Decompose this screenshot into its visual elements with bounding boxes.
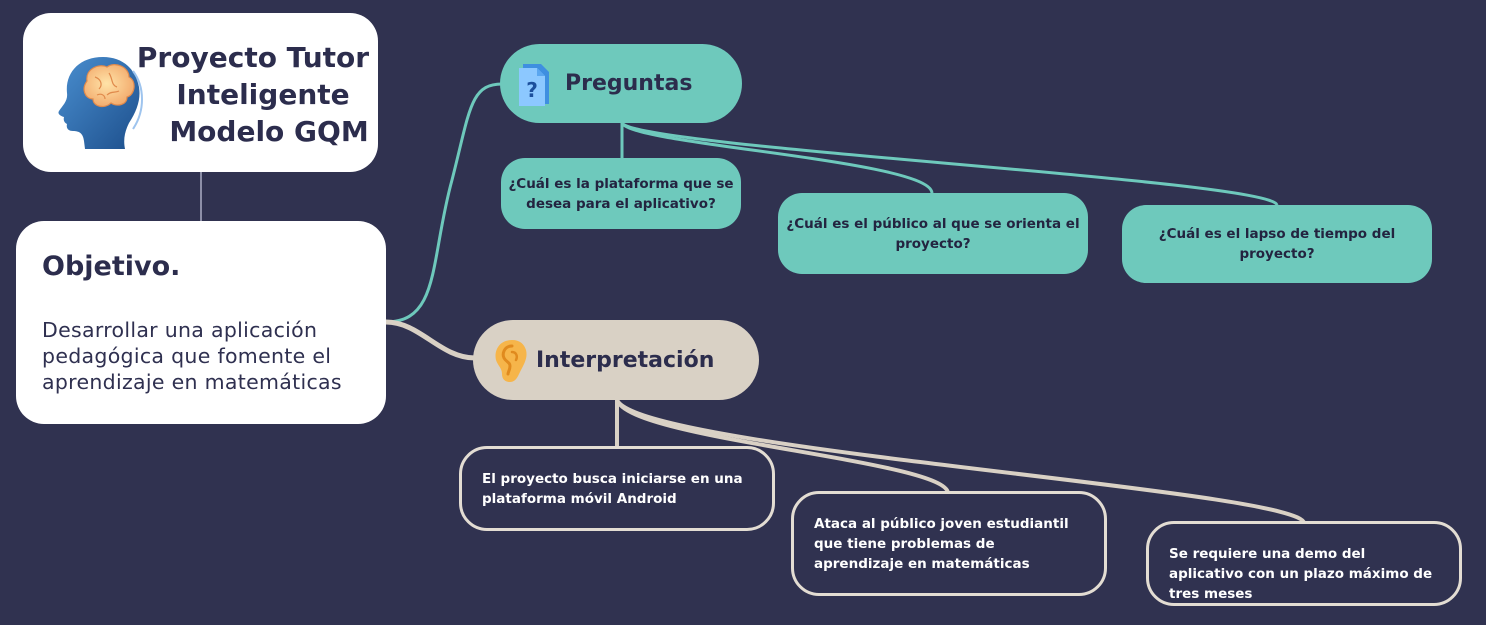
title-card: Proyecto Tutor Inteligente Modelo GQM (23, 13, 378, 172)
connector-objective-questions (385, 82, 503, 324)
branch-interpretation-label: Interpretación (536, 347, 715, 373)
question-item[interactable]: ¿Cuál es el lapso de tiempo del proyecto… (1122, 205, 1432, 283)
title-line-1: Proyecto Tutor (136, 41, 370, 74)
branch-questions-label: Preguntas (565, 71, 693, 96)
connector-objective-interpretation (385, 319, 476, 361)
connector-interpretation-i3 (615, 398, 1306, 525)
connector-interpretation-i2 (615, 398, 950, 494)
connector-questions-q2 (620, 121, 934, 194)
svg-text:?: ? (526, 78, 538, 102)
brain-head-icon (58, 57, 143, 149)
objective-heading: Objetivo. (42, 251, 181, 282)
question-document-icon: ? (519, 63, 549, 106)
title-line-2: Inteligente (176, 78, 350, 111)
title-line-3: Modelo GQM (169, 115, 369, 148)
title-text: Proyecto Tutor Inteligente Modelo GQM (135, 39, 371, 150)
question-item[interactable]: ¿Cuál es la plataforma que se desea para… (501, 158, 741, 229)
ear-icon (495, 340, 527, 382)
objective-body: Desarrollar una aplicación pedagógica qu… (42, 318, 342, 394)
interpretation-item[interactable]: Se requiere una demo del aplicativo con … (1146, 521, 1462, 606)
objective-card: Objetivo. Desarrollar una aplicación ped… (16, 221, 386, 424)
branch-interpretation[interactable]: Interpretación (473, 320, 759, 400)
connector-questions-q3 (620, 121, 1279, 207)
question-item[interactable]: ¿Cuál es el público al que se orienta el… (778, 193, 1088, 274)
branch-questions[interactable]: ? Preguntas (500, 44, 742, 123)
interpretation-item[interactable]: Ataca al público joven estudiantil que t… (791, 491, 1107, 596)
interpretation-item[interactable]: El proyecto busca iniciarse en una plata… (459, 446, 775, 531)
